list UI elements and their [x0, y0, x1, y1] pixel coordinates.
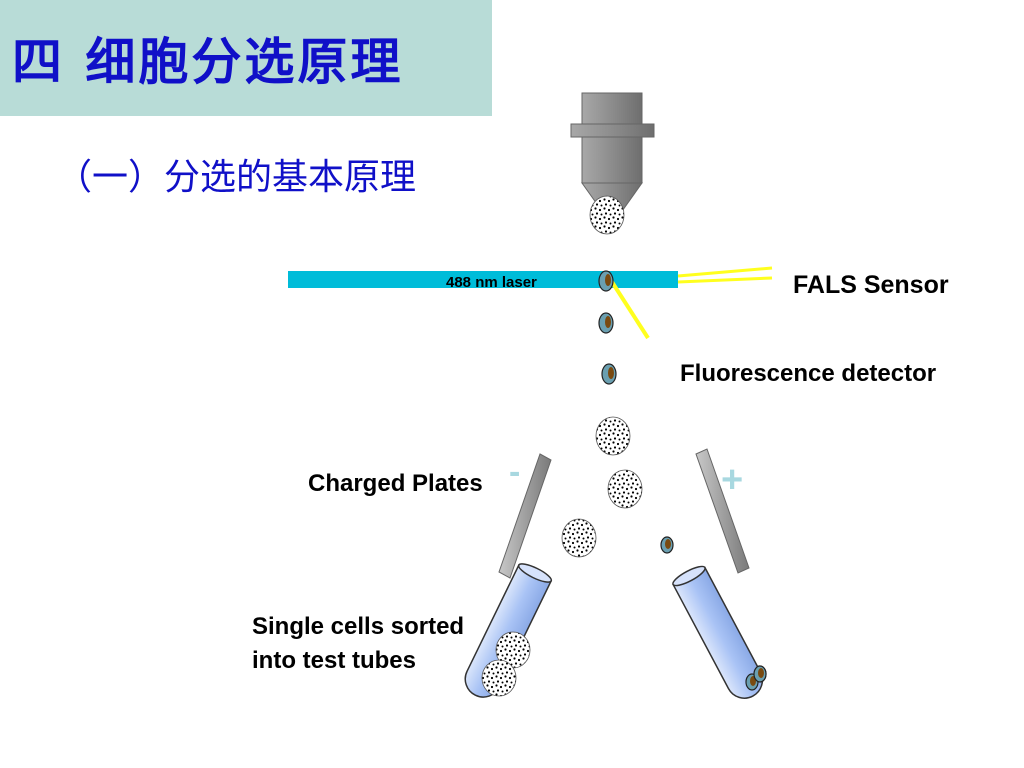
droplet [595, 416, 631, 456]
laser-beam [288, 271, 678, 288]
laser-label: 488 nm laser [446, 274, 537, 291]
cell [753, 665, 767, 683]
fals-sensor-label: FALS Sensor [793, 271, 949, 299]
charged-plates-label: Charged Plates [308, 470, 483, 497]
section-subtitle: （一）分选的基本原理 [56, 157, 417, 198]
fluorescence-detector-label: Fluorescence detector [680, 360, 937, 387]
positive-plate [695, 448, 750, 574]
tubes-label-line-2: into test tubes [252, 647, 417, 674]
tubes-label-line-1: Single cells sorted [252, 613, 465, 640]
cell [660, 536, 674, 554]
cell [598, 312, 614, 334]
cell [598, 270, 614, 292]
droplet [589, 195, 625, 235]
negative-plate [498, 453, 552, 579]
fals-beam [677, 266, 773, 284]
droplet [561, 518, 597, 558]
droplet [481, 659, 517, 697]
negative-sign: - [509, 453, 520, 491]
nozzle [570, 92, 655, 215]
droplet [607, 469, 643, 509]
title-banner: 四 细胞分选原理 [0, 0, 492, 116]
droplets [561, 195, 643, 558]
page-title: 四 细胞分选原理 [12, 32, 404, 91]
fluorescence-beam [610, 280, 650, 340]
cell [601, 363, 617, 385]
positive-sign: + [721, 459, 743, 501]
